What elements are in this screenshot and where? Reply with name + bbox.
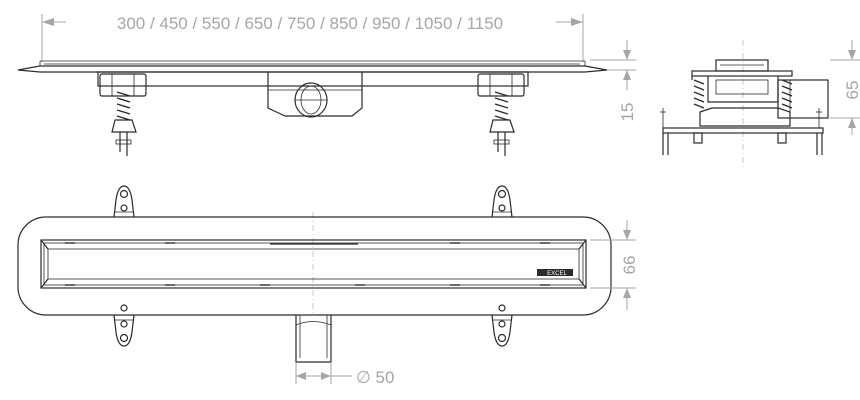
bracket-bottom-right <box>491 304 513 347</box>
bracket-top-left <box>113 185 135 218</box>
outlet-pipe <box>295 315 332 363</box>
brand-logo <box>537 269 573 276</box>
length-options-label: 300 / 450 / 550 / 650 / 750 / 850 / 950 … <box>117 14 503 33</box>
side-elevation-view <box>17 60 608 156</box>
outlet-diameter-dimension: ∅ 50 <box>295 362 394 387</box>
outlet-diameter-label: ∅ 50 <box>356 368 394 387</box>
height-total-dimension: 65 <box>830 40 860 135</box>
bracket-bottom-left <box>113 304 135 347</box>
length-dimension: 300 / 450 / 550 / 650 / 750 / 850 / 950 … <box>41 14 584 62</box>
end-section-view <box>660 40 829 168</box>
bracket-top-right <box>491 185 513 218</box>
width-label: 66 <box>620 256 639 275</box>
width-dimension: 66 <box>590 220 639 310</box>
height-total-label: 65 <box>843 81 860 100</box>
height-low-label: 15 <box>618 103 637 122</box>
brand-logo-text: EXCEL <box>547 271 567 277</box>
height-low-dimension: 15 <box>590 40 637 121</box>
plan-view: EXCEL <box>17 185 612 363</box>
